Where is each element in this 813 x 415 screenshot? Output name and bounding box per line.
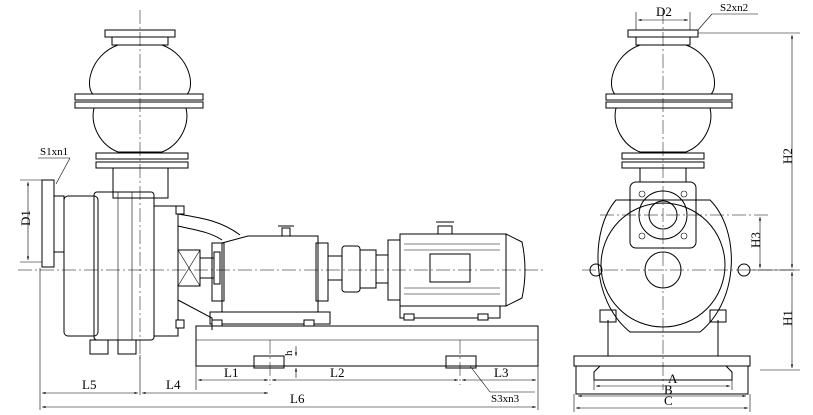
front-view: D2 S2xn2 H2 H3 H1 A B C (573, 2, 800, 412)
suction-flange (41, 179, 55, 268)
volute (597, 199, 732, 333)
label-A: A (668, 371, 678, 386)
label-L5: L5 (82, 377, 96, 392)
label-C: C (664, 393, 673, 408)
casing-body (93, 191, 155, 341)
casing-front (63, 195, 99, 337)
coupling (341, 245, 361, 293)
terminal-box (429, 253, 471, 283)
label-H3: H3 (748, 232, 763, 248)
label-L4: L4 (166, 377, 181, 392)
lower-flange-1 (95, 152, 189, 160)
mid-flange-2 (74, 101, 204, 109)
neck-pipe (112, 167, 169, 199)
lower-sphere (92, 107, 188, 153)
label-D1: D1 (18, 210, 33, 226)
base-frame (195, 325, 539, 367)
suction-neck (53, 195, 65, 253)
bearing-housing (221, 235, 319, 313)
label-S1xn1: S1xn1 (40, 146, 68, 158)
label-L1: L1 (224, 365, 238, 380)
side-view: D1 S1xn1 L5 L4 L1 L2 L3 L6 h S3xn3 (18, 10, 545, 410)
label-L3: L3 (494, 365, 508, 380)
label-D2: D2 (656, 4, 672, 19)
label-H2: H2 (780, 148, 795, 164)
label-L2: L2 (330, 365, 344, 380)
label-S3xn3: S3xn3 (491, 393, 520, 405)
label-H1: H1 (780, 310, 795, 326)
mid-flange-1 (74, 93, 204, 101)
back-cover (153, 205, 179, 337)
label-h: h (283, 350, 295, 356)
label-B: B (664, 382, 673, 397)
lower-flange-2 (95, 161, 189, 169)
label-L6: L6 (290, 391, 305, 406)
label-S2xn2: S2xn2 (720, 2, 748, 14)
